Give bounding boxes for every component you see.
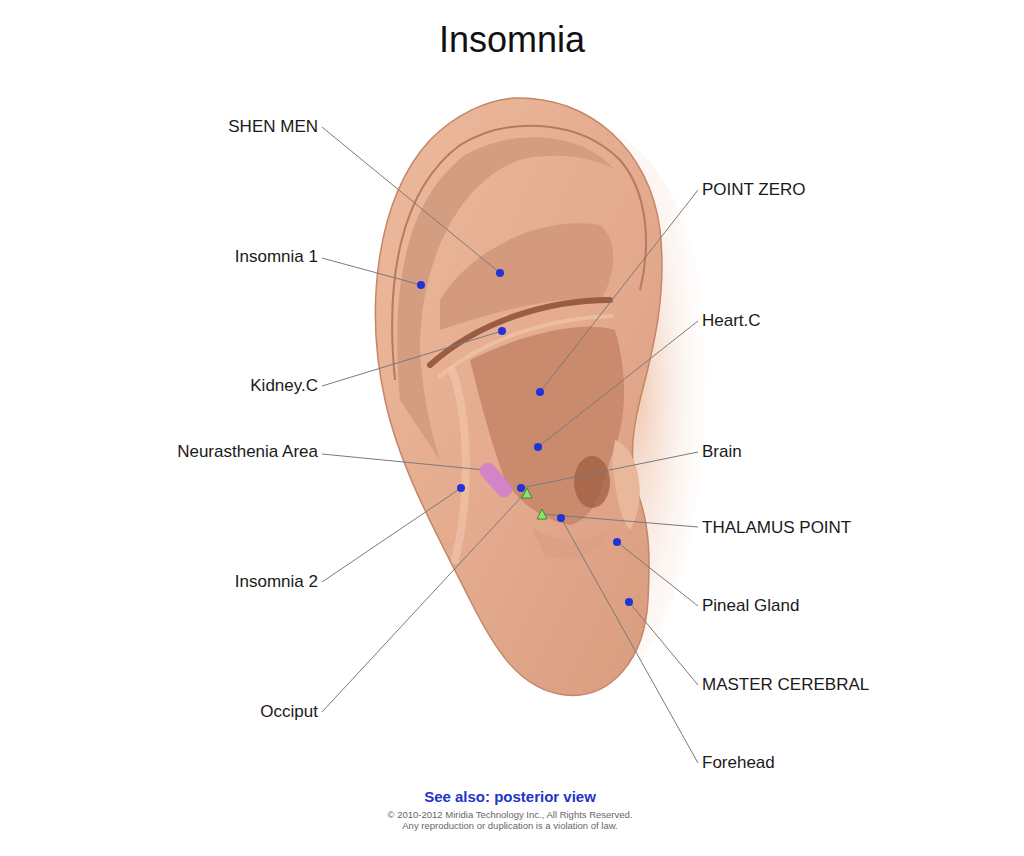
point-label: Occiput — [260, 702, 318, 722]
triangle-points — [522, 488, 547, 519]
point-label: Pineal Gland — [702, 596, 799, 616]
point-label: THALAMUS POINT — [702, 518, 851, 538]
point-label: Kidney.C — [250, 376, 318, 396]
area-band — [477, 460, 516, 500]
leader-line — [617, 542, 698, 606]
footer-note: See also: posterior view — [424, 788, 596, 805]
leader-line — [322, 488, 461, 582]
concha — [470, 327, 624, 525]
point-label: Insomnia 1 — [235, 247, 318, 267]
point-dot — [625, 598, 633, 606]
point-dot — [534, 443, 542, 451]
ear-outline — [375, 98, 661, 695]
point-label: Forehead — [702, 753, 775, 773]
point-label: POINT ZERO — [702, 180, 806, 200]
point-dot — [557, 514, 565, 522]
leader-line — [561, 518, 698, 763]
leader-line — [322, 331, 502, 386]
title: Insomnia — [439, 19, 585, 60]
point-label: Neurasthenia Area — [177, 442, 318, 462]
point-label: SHEN MEN — [228, 117, 318, 137]
point-triangle — [537, 509, 547, 519]
antitragus — [530, 525, 610, 559]
point-dot — [536, 388, 544, 396]
point-dot — [613, 538, 621, 546]
point-label: Insomnia 2 — [235, 572, 318, 592]
leader-line — [521, 452, 698, 488]
leader-lines — [322, 127, 698, 763]
tragus — [612, 440, 640, 530]
leader-line — [538, 321, 698, 447]
leader-line — [322, 258, 421, 285]
footer-note: © 2010-2012 Miridia Technology Inc., All… — [388, 810, 633, 821]
crus-highlight — [440, 316, 612, 376]
leader-line — [629, 602, 698, 685]
point-dot — [517, 484, 525, 492]
point-triangle — [522, 488, 532, 498]
acupoints — [417, 269, 633, 606]
point-dot — [496, 269, 504, 277]
ear-canal — [574, 456, 610, 508]
point-label: Heart.C — [702, 311, 761, 331]
point-dot — [498, 327, 506, 335]
point-dot — [417, 281, 425, 289]
antihelix — [452, 370, 466, 560]
point-dot — [457, 484, 465, 492]
footer-note: Any reproduction or duplication is a vio… — [402, 821, 617, 832]
leader-line — [322, 454, 485, 470]
leader-line — [322, 493, 525, 712]
leader-line — [540, 190, 698, 392]
point-label: Brain — [702, 442, 742, 462]
point-label: MASTER CEREBRAL — [702, 675, 869, 695]
leader-line — [322, 127, 500, 273]
